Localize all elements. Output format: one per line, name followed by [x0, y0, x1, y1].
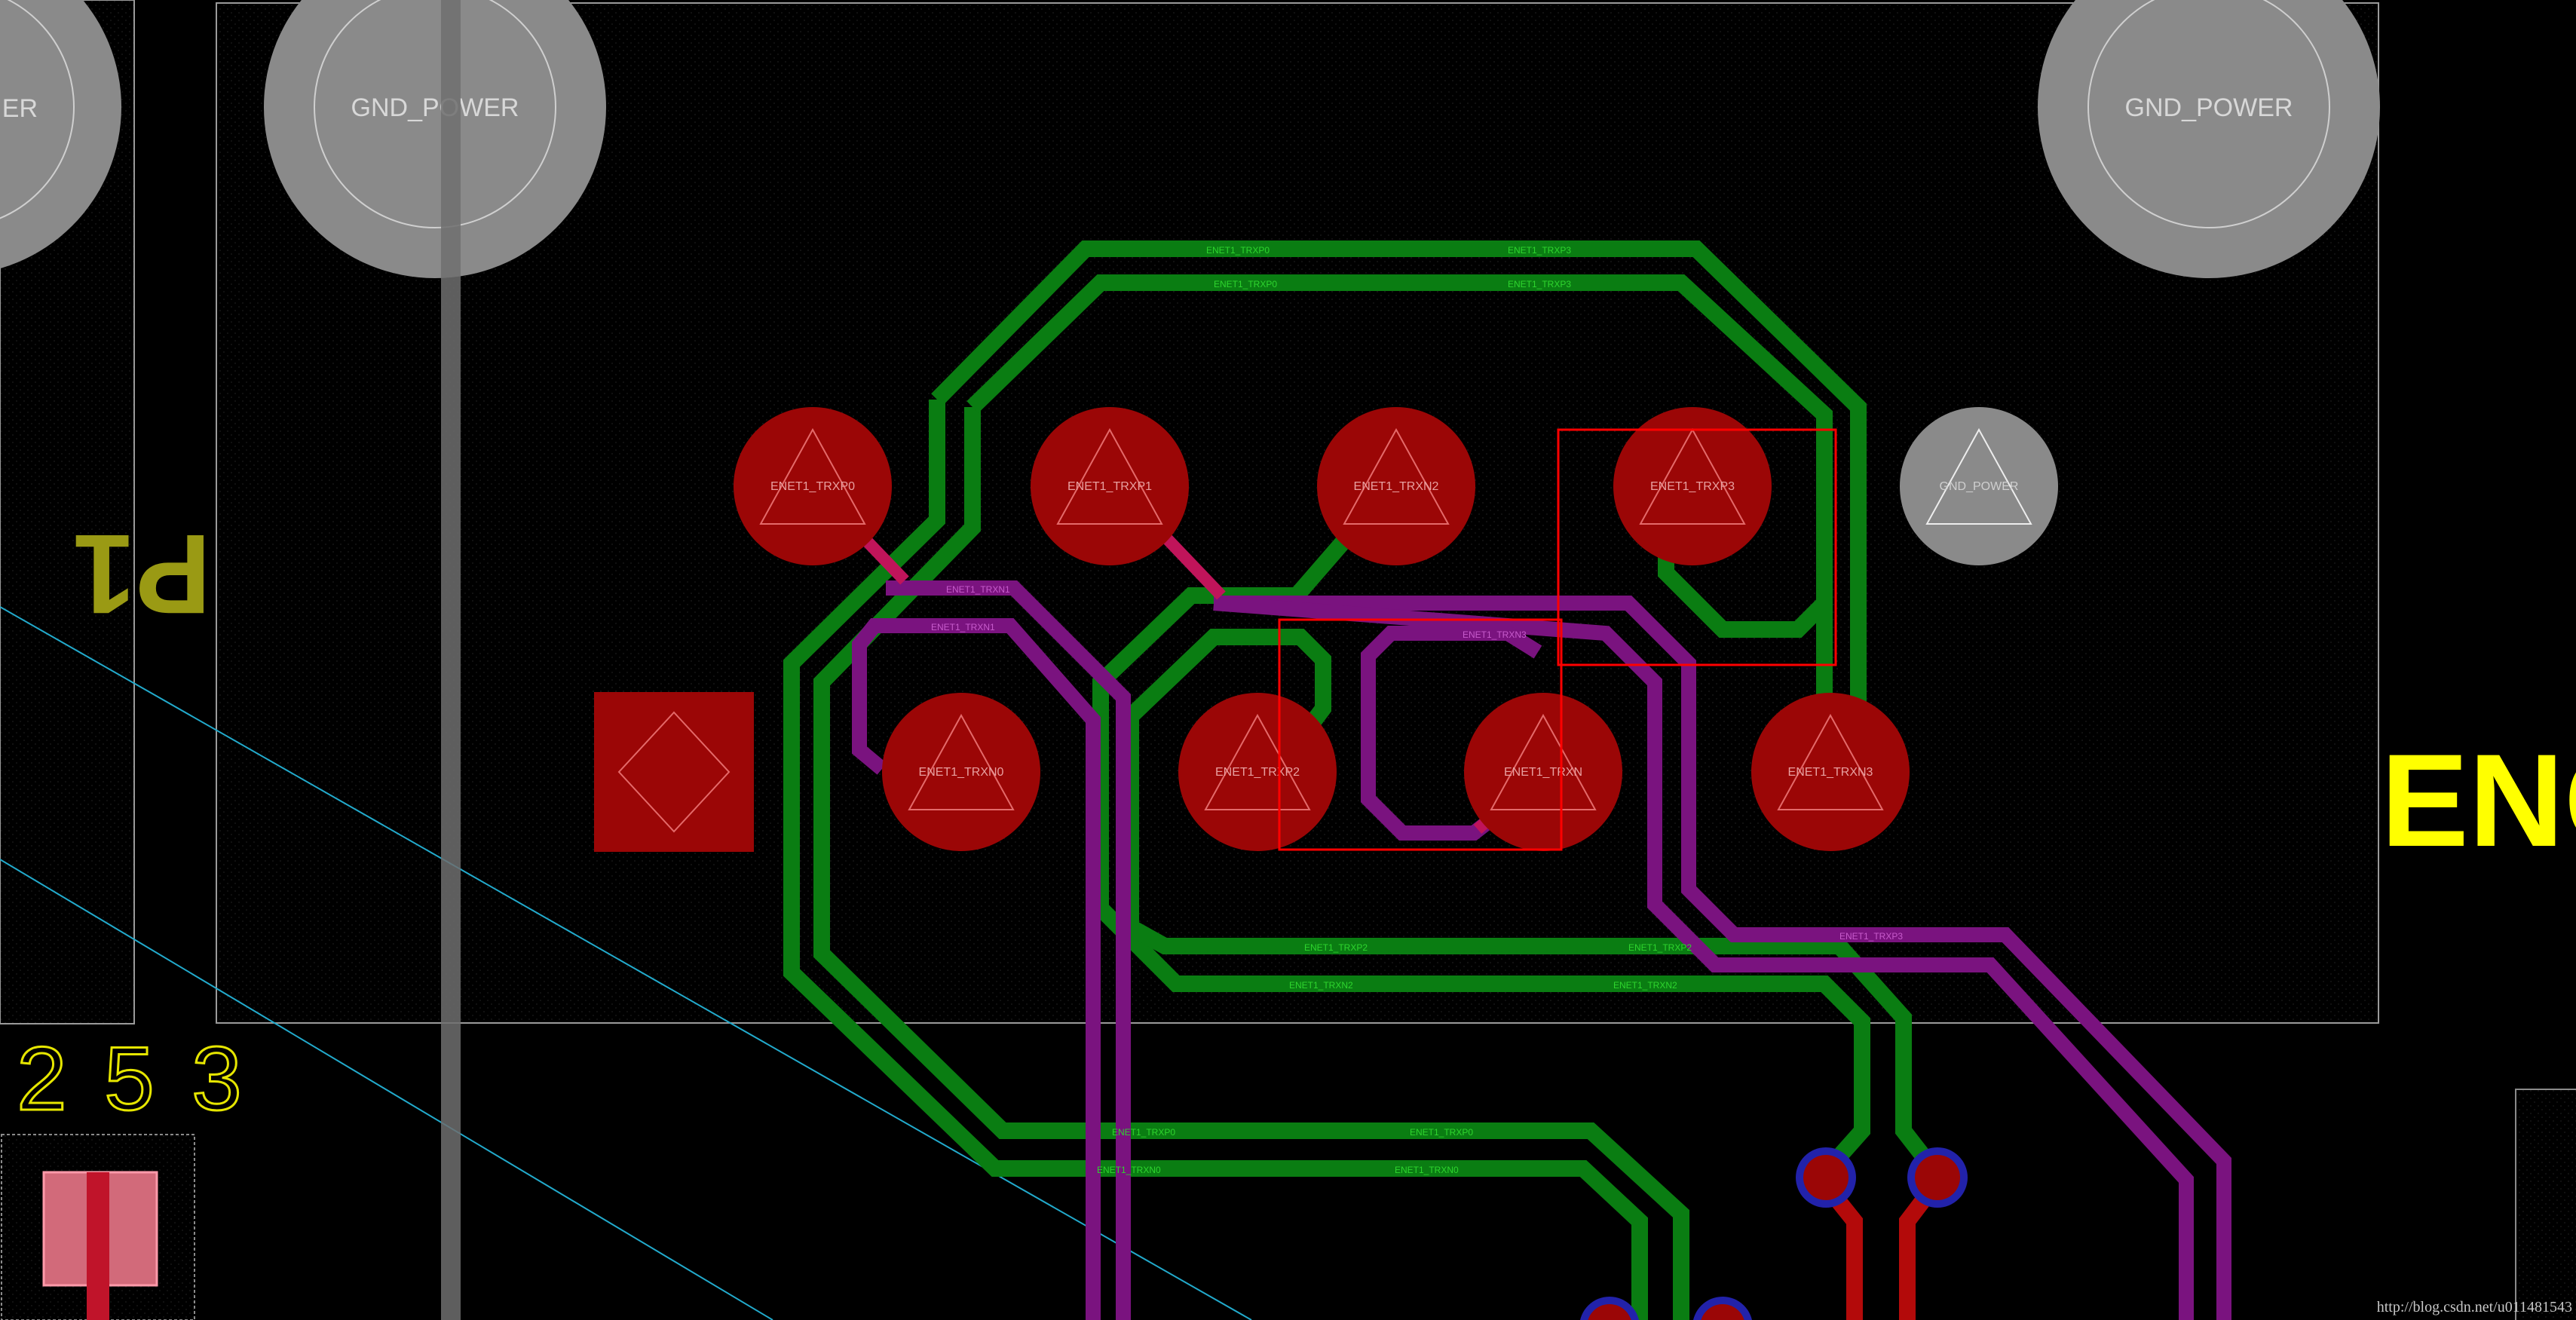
pad-gnd-power-small[interactable]: GND_POWER [1900, 407, 2058, 565]
trace-label: ENET1_TRXP3 [1839, 931, 1903, 942]
trace-net-labels: ENET1_TRXP0 ENET1_TRXP3 ENET1_TRXP0 ENET… [1097, 245, 1692, 1175]
trace-net-labels-purple: ENET1_TRXN1 ENET1_TRXN1 ENET1_TRXP3 ENET… [931, 584, 1903, 942]
right-component-outline[interactable] [2515, 1089, 2576, 1320]
trace-label: ENET1_TRXN1 [931, 622, 995, 632]
watermark-text: http://blog.csdn.net/u011481543 [2377, 1299, 2572, 1315]
pad-label: GND_POWER [1940, 480, 2019, 493]
pad-enet1-trxn2[interactable]: ENET1_TRXN2 [1317, 407, 1475, 565]
gnd-power-label-1: GND_POWER [351, 93, 519, 122]
pad-label: ENET1_TRXP2 [1215, 766, 1300, 779]
trace-label: ENET1_TRXP0 [1112, 1127, 1175, 1138]
trace-label: ENET1_TRXP0 [1410, 1127, 1473, 1138]
pad-enet1-trxn0[interactable]: ENET1_TRXN0 [882, 693, 1040, 851]
trace-label: ENET1_TRXN2 [1613, 980, 1677, 991]
pad-enet1-trxp0[interactable]: ENET1_TRXP0 [734, 407, 892, 565]
via-right[interactable] [1907, 1147, 1968, 1208]
trace-label: ENET1_TRXN1 [946, 584, 1010, 595]
trace-label: ENET1_TRXP3 [1508, 245, 1571, 256]
bottom-left-smd-part[interactable] [42, 1171, 158, 1320]
pad-enet1-trxp2[interactable]: ENET1_TRXP2 [1178, 693, 1337, 851]
trace-label: ENET1_TRXP0 [1206, 245, 1270, 256]
cyan-guide-line-1 [0, 606, 1252, 1320]
trace-label: ENET1_TRXN0 [1395, 1165, 1459, 1175]
gnd-power-hole-1[interactable]: GND_POWER [264, 0, 606, 278]
pad-enet1-trxp3[interactable]: ENET1_TRXP3 [1613, 407, 1772, 565]
drc-highlight-box-1[interactable] [1557, 428, 1837, 666]
pad-label: ENET1_TRXP3 [1650, 480, 1735, 493]
cyan-guide-line-2 [0, 859, 773, 1320]
trace-label: ENET1_TRXN0 [1097, 1165, 1161, 1175]
via-bottom-1[interactable] [1579, 1297, 1640, 1320]
pad-label: ENET1_TRXN3 [1788, 766, 1873, 779]
trace-label: ENET1_TRXP2 [1304, 942, 1368, 953]
gnd-power-hole-2[interactable]: GND_POWER [2038, 0, 2380, 278]
pad-enet1-trxp1[interactable]: ENET1_TRXP1 [1031, 407, 1189, 565]
pad-enet1-trxn3[interactable]: ENET1_TRXN3 [1751, 693, 1910, 851]
refdes-p1[interactable]: P1 [73, 511, 211, 638]
drc-highlight-box-2[interactable] [1278, 618, 1563, 851]
gnd-power-label-2: GND_POWER [2125, 93, 2293, 122]
trace-label: ENET1_TRXN3 [1463, 629, 1527, 640]
pad-row-bottom[interactable]: ENET1_TRXN0 ENET1_TRXP2 ENET1_TRXN ENET1… [594, 692, 1910, 852]
pad-label: ENET1_TRXN [1504, 766, 1582, 779]
pad-label: ENET1_TRXN2 [1354, 480, 1439, 493]
grey-plane-strip [441, 0, 461, 1320]
pad-label: ENET1_TRXP0 [770, 480, 855, 493]
refdes-enc[interactable]: ENC [2381, 727, 2576, 874]
refdes-253[interactable]: 2 5 3 [16, 1028, 248, 1131]
pad-row-top[interactable]: ENET1_TRXP0 ENET1_TRXP1 ENET1_TRXN2 ENET… [734, 407, 2058, 565]
pad-square-pin1[interactable] [594, 692, 754, 852]
pad-label: ENET1_TRXN0 [919, 766, 1004, 779]
gnd-power-hole-left-partial[interactable]: ER [0, 0, 121, 275]
trace-label: ENET1_TRXN2 [1289, 980, 1353, 991]
purple-traces[interactable] [852, 580, 2231, 1320]
via-left[interactable] [1796, 1147, 1856, 1208]
trace-label: ENET1_TRXP0 [1214, 279, 1277, 289]
pad-label: ENET1_TRXP1 [1067, 480, 1152, 493]
pad-enet1-trxn[interactable]: ENET1_TRXN [1464, 693, 1622, 851]
via-bottom-2[interactable] [1692, 1297, 1753, 1320]
trace-label: ENET1_TRXP3 [1508, 279, 1571, 289]
trace-label: ENET1_TRXP2 [1628, 942, 1692, 953]
gnd-left-label: ER [2, 94, 38, 123]
